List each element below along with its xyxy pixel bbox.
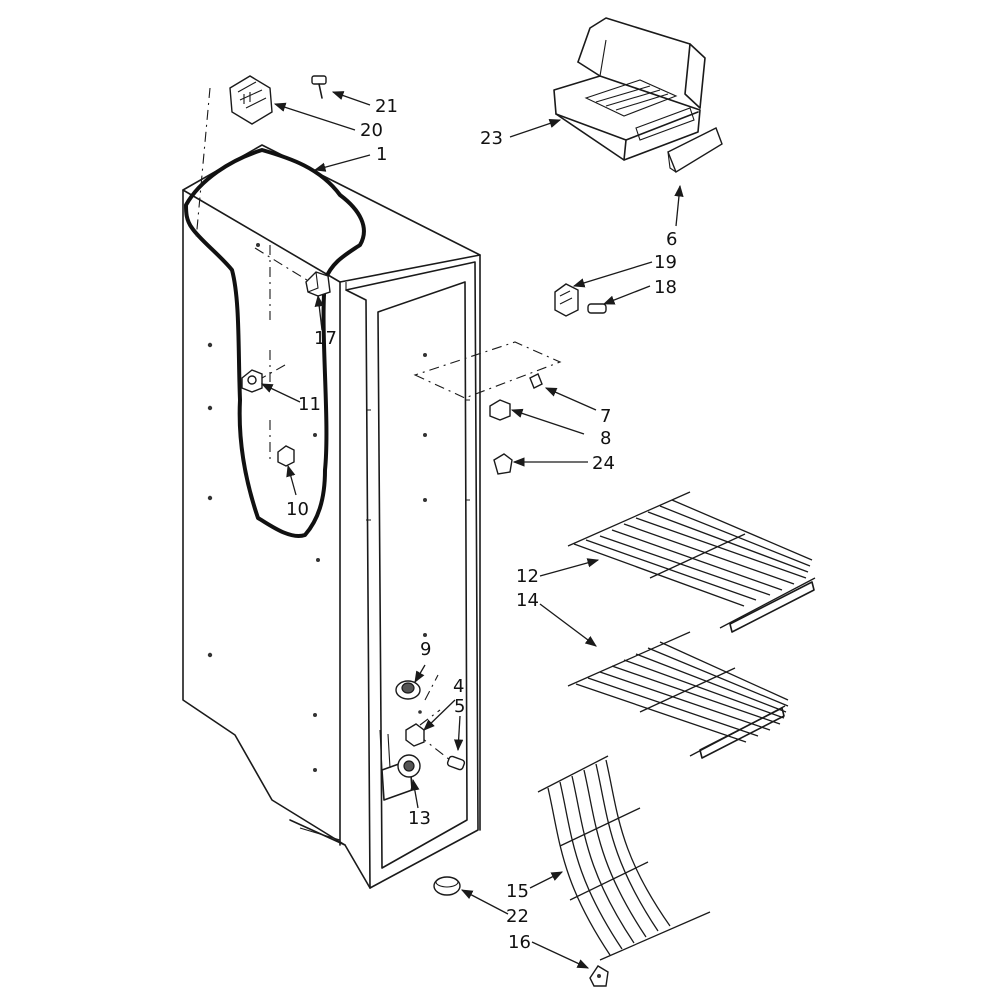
callout-10: 10 <box>286 499 309 520</box>
bracket-part-19 <box>554 283 579 317</box>
wire-basket-part-15 <box>537 755 711 961</box>
stud-part-11 <box>241 369 263 393</box>
callout-19: 19 <box>654 252 677 273</box>
wire-shelf-part-12 <box>567 491 816 633</box>
callout-8: 8 <box>600 428 611 449</box>
callout-9: 9 <box>420 639 431 660</box>
callout-14: 14 <box>516 590 539 611</box>
pin-part-10 <box>277 445 295 467</box>
top-bracket-part-20 <box>229 75 273 125</box>
callout-23: 23 <box>480 128 503 149</box>
callout-7: 7 <box>600 406 611 427</box>
callout-labels: 21 20 1 17 11 10 9 4 5 13 23 6 19 18 7 8… <box>286 96 677 953</box>
screw-part-18 <box>587 303 607 314</box>
bracket-part-4 <box>405 723 425 747</box>
callout-6: 6 <box>666 229 677 250</box>
wire-shelf-part-14 <box>567 631 789 759</box>
callout-16: 16 <box>508 932 531 953</box>
clip-part-17 <box>305 271 331 297</box>
ice-bin-part-23 <box>553 17 706 161</box>
leader-lines <box>260 91 684 969</box>
freezer-liner <box>182 144 481 889</box>
callout-15: 15 <box>506 881 529 902</box>
cap-part-22 <box>433 876 461 896</box>
callout-18: 18 <box>654 277 677 298</box>
callout-17: 17 <box>314 328 337 349</box>
callout-22: 22 <box>506 906 529 927</box>
callout-12: 12 <box>516 566 539 587</box>
clip-part-8 <box>489 399 511 421</box>
screw-part-5 <box>446 755 466 771</box>
callout-4: 4 <box>453 676 464 697</box>
clip-part-24 <box>493 453 513 475</box>
callout-1: 1 <box>376 144 387 165</box>
end-cap-part-16 <box>589 965 609 987</box>
knob-part-13 <box>397 754 421 778</box>
callout-13: 13 <box>408 808 431 829</box>
callout-24: 24 <box>592 453 615 474</box>
screw-part-21 <box>311 75 327 99</box>
callout-20: 20 <box>360 120 383 141</box>
guide-lines <box>195 87 562 761</box>
cam-part-9 <box>395 680 421 700</box>
callout-21: 21 <box>375 96 398 117</box>
callout-11: 11 <box>298 394 321 415</box>
clip-part-7 <box>529 373 543 389</box>
callout-5: 5 <box>454 696 465 717</box>
bin-handle-part-6 <box>667 127 723 174</box>
